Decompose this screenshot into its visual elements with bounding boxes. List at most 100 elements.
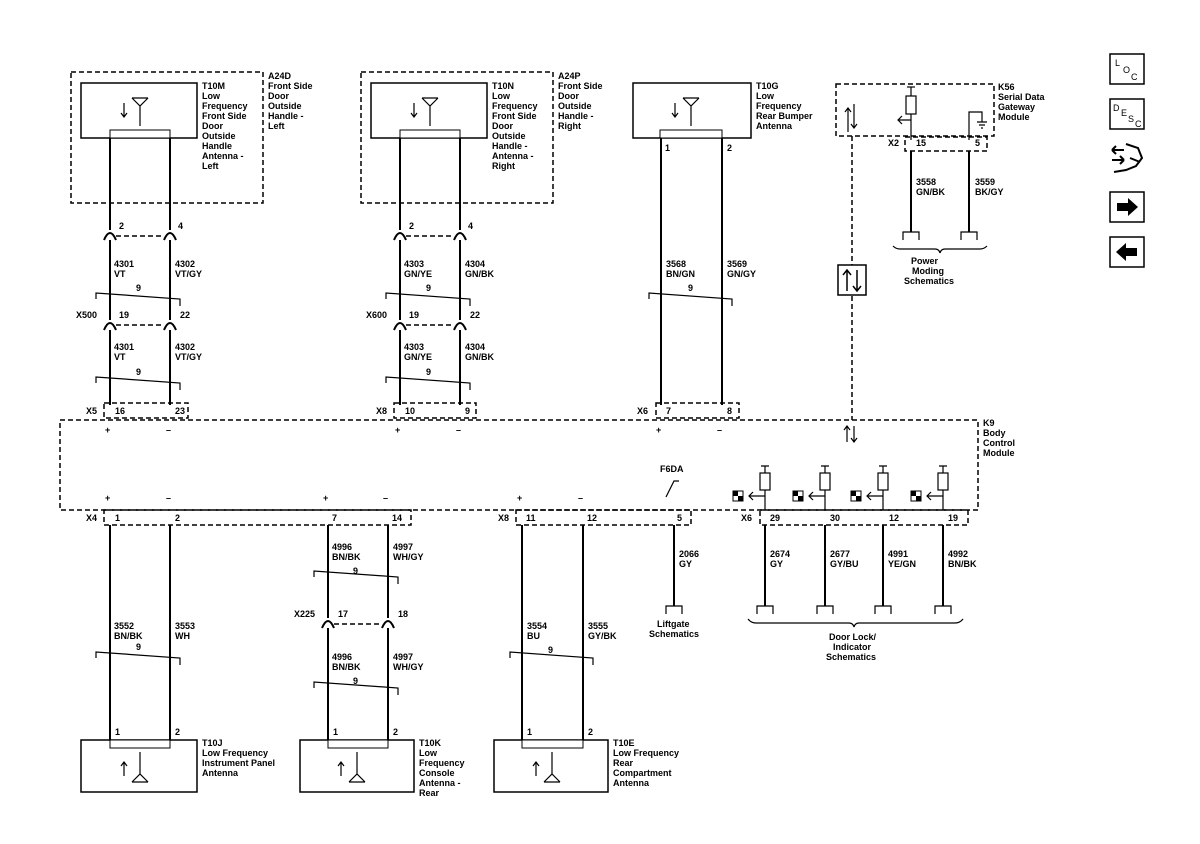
circuit-number: 4303 xyxy=(404,342,424,352)
wire-color: BN/GN xyxy=(666,269,695,279)
power-moding-schematics-link[interactable]: Power Moding Schematics xyxy=(892,245,988,286)
t10g-antenna[interactable] xyxy=(632,82,752,139)
pin-number: 10 xyxy=(405,406,415,416)
component-desc: Antenna xyxy=(202,768,239,778)
circuit-number: 4304 xyxy=(465,342,485,352)
connector-ref: X6 xyxy=(637,406,648,416)
t10e-antenna[interactable] xyxy=(493,739,609,793)
circuit-number: 4302 xyxy=(175,259,195,269)
twist-count: 9 xyxy=(426,283,431,293)
polarity-sign: + xyxy=(323,493,328,503)
antenna-icon xyxy=(410,97,439,126)
antenna-icon xyxy=(120,752,149,783)
k9-body-control-module[interactable] xyxy=(59,419,979,511)
twist-count: 9 xyxy=(548,645,553,655)
component-desc: Door xyxy=(558,91,579,101)
component-desc: Outside xyxy=(268,101,302,111)
twist-count: 9 xyxy=(136,642,141,652)
twisted-pair-icon xyxy=(95,376,181,390)
component-desc: Low xyxy=(202,91,221,101)
door-lock-output-29 xyxy=(732,465,771,510)
component-desc: Frequency xyxy=(202,101,248,111)
pin-terminal xyxy=(453,232,467,241)
component-desc: Front Side xyxy=(492,111,537,121)
desc-letter: E xyxy=(1121,108,1127,118)
wire-color: GN/BK xyxy=(465,352,495,362)
ground-icon xyxy=(968,111,987,140)
component-desc: Outside xyxy=(492,131,526,141)
connector-ref: X4 xyxy=(86,513,97,523)
arrow-right-icon xyxy=(1117,198,1138,216)
wire-color: VT/GY xyxy=(175,352,202,362)
component-ref: A24D xyxy=(268,71,292,81)
serial-data-link-button[interactable] xyxy=(837,264,867,296)
pin-number: 18 xyxy=(398,609,408,619)
next-page-button[interactable] xyxy=(1109,191,1145,223)
door-lock-indicator-schematics-link[interactable]: Door Lock/ Indicator Schematics xyxy=(747,618,964,662)
a24p-module[interactable] xyxy=(360,71,554,204)
t10k-antenna[interactable] xyxy=(299,739,415,793)
component-desc: Compartment xyxy=(613,768,672,778)
serial-data-icon xyxy=(844,104,858,132)
liftgate-schematics-link[interactable]: Liftgate Schematics xyxy=(649,619,699,639)
component-desc: Frequency xyxy=(492,101,538,111)
circuit-number: 4303 xyxy=(404,259,424,269)
component-desc: Gateway xyxy=(998,102,1035,112)
circuit-number: 4997 xyxy=(393,542,413,552)
pin-terminal xyxy=(163,232,177,241)
circuit-number: 4301 xyxy=(114,259,134,269)
pin-terminal xyxy=(103,322,117,331)
t10j-antenna[interactable] xyxy=(80,739,198,793)
component-desc: Right xyxy=(492,161,515,171)
component-ref: T10M xyxy=(202,81,225,91)
switch-icon xyxy=(665,480,679,498)
pin-number: 22 xyxy=(180,310,190,320)
wire-color: WH/GY xyxy=(393,552,424,562)
pin-terminal xyxy=(381,620,395,629)
desc-letter: S xyxy=(1128,114,1134,124)
reference-terminal xyxy=(665,605,683,614)
pin-terminal xyxy=(393,322,407,331)
component-desc: Left xyxy=(202,161,219,171)
desc-button[interactable]: D E S C xyxy=(1109,98,1145,130)
circuit-number: 3554 xyxy=(527,621,547,631)
component-desc: Door xyxy=(202,121,223,131)
circuit-number: 4992 xyxy=(948,549,968,559)
a24d-module[interactable] xyxy=(70,71,264,204)
schematic-ref: Schematics xyxy=(649,629,699,639)
pin-number: 15 xyxy=(916,138,926,148)
door-lock-output-12 xyxy=(850,465,889,510)
desc-letter: D xyxy=(1113,103,1120,113)
pin-number: 22 xyxy=(470,310,480,320)
connector-ref: X8 xyxy=(498,513,509,523)
polarity-sign: + xyxy=(395,425,400,435)
k56-gateway-module[interactable] xyxy=(835,83,995,140)
pin-number: 30 xyxy=(830,513,840,523)
circuit-number: 3568 xyxy=(666,259,686,269)
wire-color: GY xyxy=(770,559,783,569)
loc-letter: O xyxy=(1123,65,1130,75)
reference-terminal xyxy=(934,605,952,614)
polarity-sign: – xyxy=(166,493,171,503)
component-desc: Front Side xyxy=(558,81,603,91)
component-desc: Outside xyxy=(202,131,236,141)
loc-button[interactable]: L O C xyxy=(1109,53,1145,85)
connector-ref: X225 xyxy=(294,609,315,619)
wire-color: GY/BK xyxy=(588,631,617,641)
pin-number: 19 xyxy=(409,310,419,320)
bidirectional-arrow-icon xyxy=(842,268,862,293)
previous-page-button[interactable] xyxy=(1109,236,1145,268)
pin-number: 11 xyxy=(526,513,536,523)
component-desc: Antenna - xyxy=(492,151,534,161)
pin-number: 1 xyxy=(115,727,120,737)
connector-tools-icon[interactable] xyxy=(1111,143,1144,173)
component-desc: Rear xyxy=(613,758,634,768)
pin-number: 2 xyxy=(119,221,124,231)
polarity-sign: + xyxy=(656,425,661,435)
connector-ref: F6DA xyxy=(660,464,684,474)
twisted-pair-icon xyxy=(95,292,181,306)
component-desc: Low xyxy=(419,748,438,758)
pin-number: 12 xyxy=(587,513,597,523)
pin-number: 2 xyxy=(175,513,180,523)
polarity-sign: + xyxy=(105,493,110,503)
